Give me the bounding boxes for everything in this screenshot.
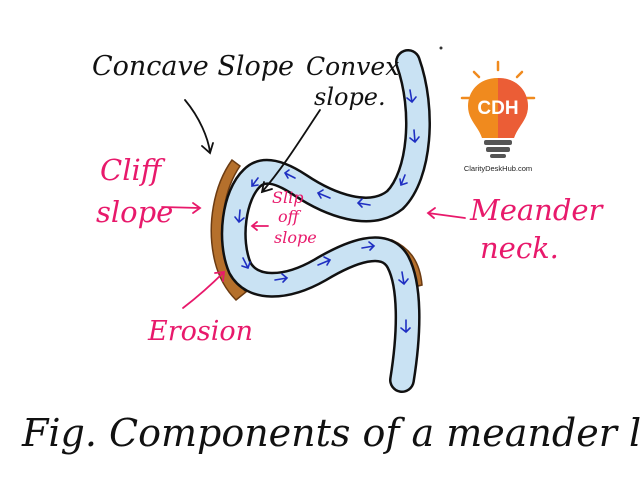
meander-neck-label-line1: Meander [469,193,605,227]
convex-pointer-arrow [260,109,321,194]
figure-caption: Fig. Components of a meander loop. [21,411,641,455]
erosion-label: Erosion [147,316,253,347]
convex-slope-label-line1: Convex [306,52,399,81]
erosion-pointer-arrow [182,270,226,309]
meander-neck-pointer-arrow [426,207,466,219]
claritydeskhub-logo: CDH ClarityDeskHub.com [460,60,536,173]
cliff-slope-label-line2: slope [96,195,173,229]
logo-site-name: ClarityDeskHub.com [464,164,532,173]
cliff-slope-label-line1: Cliff [100,153,166,187]
meander-neck-label-line2: neck. [480,231,559,265]
flow-arrow [316,189,331,199]
cliff-pointer-arrow [161,202,202,214]
slip-off-label-line1: Slip [272,188,303,207]
flow-arrow [234,209,245,224]
logo-initials: CDH [477,98,518,119]
flow-arrows [234,89,420,334]
speck-dot [439,46,443,50]
flow-arrow [399,174,408,187]
flow-arrow [251,177,259,187]
convex-slope-label-line2: slope. [314,83,386,111]
flow-arrow [283,169,296,179]
black-pointer-arrows [184,99,321,194]
slip-off-pointer-arrow [250,221,269,231]
flow-arrow [406,89,417,104]
flow-arrow [274,273,289,283]
flow-arrow [241,257,251,270]
flow-arrow [409,129,420,144]
concave-pointer-arrow [184,99,214,155]
slip-off-label-line3: slope [274,228,317,247]
bulb-rays [460,60,536,100]
slip-off-label-line2: off [278,207,302,226]
flow-arrow [398,271,409,286]
river-channel [220,49,431,393]
flow-arrow [356,198,371,208]
pink-pointer-arrows [161,202,466,309]
flow-arrow [361,241,376,251]
flow-arrow [317,256,332,266]
flow-arrow [400,319,411,334]
concave-slope-label: Concave Slope [92,51,294,82]
